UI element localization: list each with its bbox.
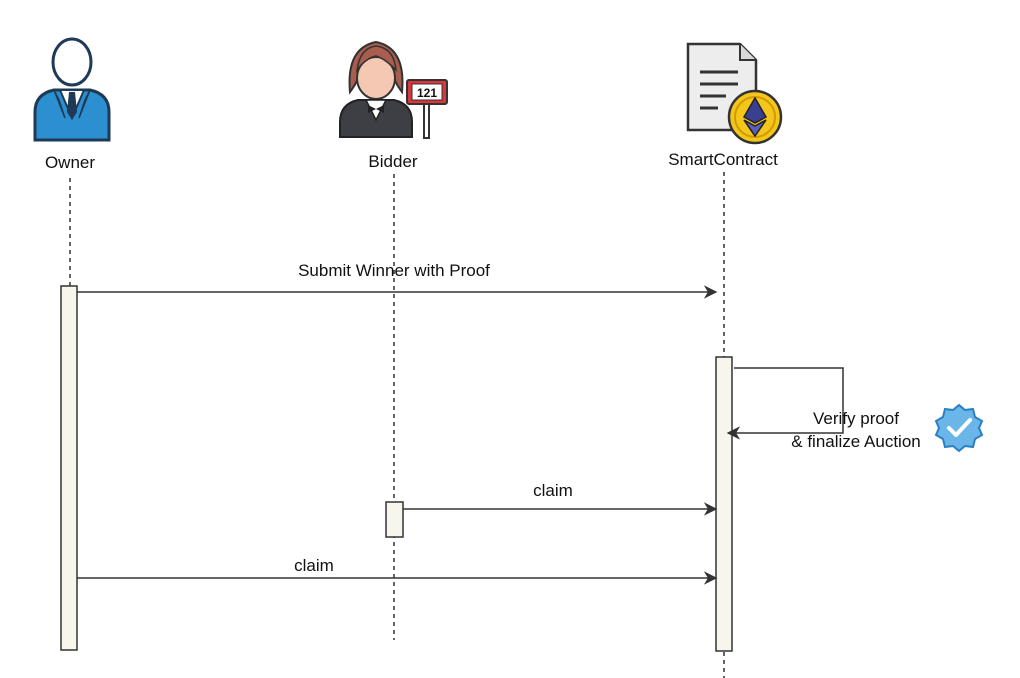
participant-contract-label: SmartContract: [668, 150, 778, 169]
paddle-number: 121: [417, 86, 437, 100]
ethereum-contract-document-icon: [686, 42, 783, 145]
activation-contract: [715, 356, 733, 652]
message-claim-owner-label: claim: [294, 556, 334, 575]
businessman-icon: [33, 37, 111, 142]
message-submit-label: Submit Winner with Proof: [298, 261, 490, 280]
participant-owner-label: Owner: [45, 153, 95, 172]
participant-bidder-label: Bidder: [368, 152, 417, 171]
activation-bidder: [385, 501, 404, 538]
verified-badge-icon: [934, 403, 984, 453]
auctioneer-bidder-icon: 121: [339, 40, 448, 139]
message-self-line1: Verify proof: [813, 409, 899, 428]
activation-owner: [60, 285, 78, 651]
message-self-arrow: [726, 367, 844, 440]
message-self-line2: & finalize Auction: [791, 432, 920, 451]
message-claim-bidder-label: claim: [533, 481, 573, 500]
